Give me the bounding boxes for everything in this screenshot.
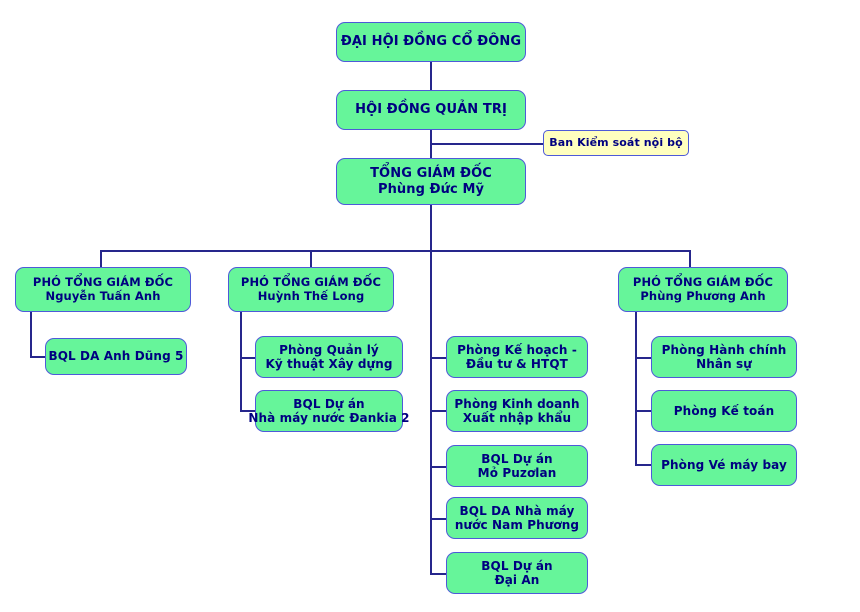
node-construction-engineering-dept[interactable]: Phòng Quản lý Kỹ thuật Xây dựng: [255, 336, 403, 378]
node-accounting-dept[interactable]: Phòng Kế toán: [651, 390, 797, 432]
node-deputy-ceo-3-name: Phùng Phương Anh: [640, 288, 766, 303]
node-nam-phuong-water-plant-pmu-line2: nước Nam Phương: [454, 518, 580, 532]
connector-shareholders-board: [430, 61, 432, 94]
node-deputy-ceo-2-title: PHÓ TỔNG GIÁM ĐỐC: [240, 274, 382, 289]
node-dankia-2-water-plant-pmu[interactable]: BQL Dự án Nhà máy nước Đankia 2: [248, 390, 410, 432]
connector-center-stub-1: [430, 357, 446, 359]
node-ceo-name: Phùng Đức Mỹ: [377, 181, 485, 197]
node-internal-audit[interactable]: Ban Kiểm soát nội bộ: [543, 130, 689, 156]
node-construction-engineering-dept-line1: Phòng Quản lý: [279, 342, 379, 357]
node-deputy-ceo-1-name: Nguyễn Tuấn Anh: [45, 288, 161, 303]
node-nam-phuong-water-plant-pmu[interactable]: BQL DA Nhà máy nước Nam Phương: [446, 497, 588, 539]
node-bql-da-anh-dung-5[interactable]: BQL DA Anh Dũng 5: [45, 338, 187, 375]
node-dai-an-pmu[interactable]: BQL Dự án Đại An: [446, 552, 588, 594]
connector-deputy2-stub-1: [240, 357, 256, 359]
connector-deputy1-stub-1: [30, 356, 46, 358]
node-import-export-business-dept-line1: Phòng Kinh doanh: [454, 396, 580, 411]
connector-bus-deputy1: [100, 250, 102, 267]
node-construction-engineering-dept-line2: Kỹ thuật Xây dựng: [265, 357, 393, 371]
node-deputy-ceo-3[interactable]: PHÓ TỔNG GIÁM ĐỐC Phùng Phương Anh: [618, 267, 788, 312]
node-board-of-directors-line1: HỘI ĐỒNG QUẢN TRỊ: [355, 102, 507, 118]
node-ceo[interactable]: TỔNG GIÁM ĐỐC Phùng Đức Mỹ: [336, 158, 526, 205]
node-internal-audit-line1: Ban Kiểm soát nội bộ: [549, 135, 683, 149]
connector-center-spine: [430, 250, 432, 575]
node-ceo-title: TỔNG GIÁM ĐỐC: [370, 166, 492, 182]
node-import-export-business-dept[interactable]: Phòng Kinh doanh Xuất nhập khẩu: [446, 390, 588, 432]
connector-deputy2-spine: [240, 312, 242, 412]
connector-bus-deputy2: [310, 250, 312, 267]
node-air-ticket-dept[interactable]: Phòng Vé máy bay: [651, 444, 797, 486]
node-accounting-dept-line1: Phòng Kế toán: [673, 403, 775, 418]
connector-deputy3-spine: [635, 312, 637, 465]
node-import-export-business-dept-line2: Xuất nhập khẩu: [462, 411, 572, 425]
connector-deputy3-stub-2: [635, 410, 651, 412]
connector-center-stub-2: [430, 410, 446, 412]
connector-ceo-audit: [430, 143, 543, 145]
connector-center-stub-4: [430, 518, 446, 520]
node-dankia-2-water-plant-pmu-line2: Nhà máy nước Đankia 2: [248, 411, 410, 425]
node-shareholders-assembly-line1: ĐẠI HỘI ĐỒNG CỔ ĐÔNG: [340, 34, 522, 50]
node-planning-investment-dept[interactable]: Phòng Kế hoạch - Đầu tư & HTQT: [446, 336, 588, 378]
connector-deputy3-stub-3: [635, 464, 651, 466]
connector-ceo-trunk: [430, 205, 432, 251]
node-bql-da-anh-dung-5-line1: BQL DA Anh Dũng 5: [48, 349, 184, 364]
node-deputy-ceo-1-title: PHÓ TỔNG GIÁM ĐỐC: [32, 274, 174, 289]
node-deputy-ceo-2-name: Huỳnh Thế Long: [257, 288, 365, 303]
connector-center-stub-3: [430, 466, 446, 468]
node-air-ticket-dept-line1: Phòng Vé máy bay: [661, 457, 787, 472]
node-dankia-2-water-plant-pmu-line1: BQL Dự án: [293, 396, 365, 411]
node-puzolan-mine-pmu-line1: BQL Dự án: [481, 451, 553, 466]
connector-deputy3-stub-1: [635, 357, 651, 359]
node-admin-hr-dept-line1: Phòng Hành chính: [661, 342, 787, 357]
connector-deputy1-spine: [30, 312, 32, 358]
node-nam-phuong-water-plant-pmu-line1: BQL DA Nhà máy: [459, 503, 575, 518]
node-puzolan-mine-pmu-line2: Mỏ Puzơlan: [477, 466, 557, 480]
node-dai-an-pmu-line2: Đại An: [494, 573, 540, 587]
node-deputy-ceo-3-title: PHÓ TỔNG GIÁM ĐỐC: [632, 274, 774, 289]
node-planning-investment-dept-line2: Đầu tư & HTQT: [466, 357, 568, 371]
node-dai-an-pmu-line1: BQL Dự án: [481, 558, 553, 573]
node-puzolan-mine-pmu[interactable]: BQL Dự án Mỏ Puzơlan: [446, 445, 588, 487]
node-board-of-directors[interactable]: HỘI ĐỒNG QUẢN TRỊ: [336, 90, 526, 130]
node-deputy-ceo-1[interactable]: PHÓ TỔNG GIÁM ĐỐC Nguyễn Tuấn Anh: [15, 267, 191, 312]
node-planning-investment-dept-line1: Phòng Kế hoạch -: [457, 342, 577, 357]
node-deputy-ceo-2[interactable]: PHÓ TỔNG GIÁM ĐỐC Huỳnh Thế Long: [228, 267, 394, 312]
connector-deputy-bus: [100, 250, 691, 252]
node-shareholders-assembly[interactable]: ĐẠI HỘI ĐỒNG CỔ ĐÔNG: [336, 22, 526, 62]
node-admin-hr-dept-line2: Nhân sự: [696, 357, 752, 371]
connector-bus-deputy3: [689, 250, 691, 267]
connector-center-stub-5: [430, 573, 446, 575]
connector-deputy2-stub-2: [240, 410, 256, 412]
node-admin-hr-dept[interactable]: Phòng Hành chính Nhân sự: [651, 336, 797, 378]
